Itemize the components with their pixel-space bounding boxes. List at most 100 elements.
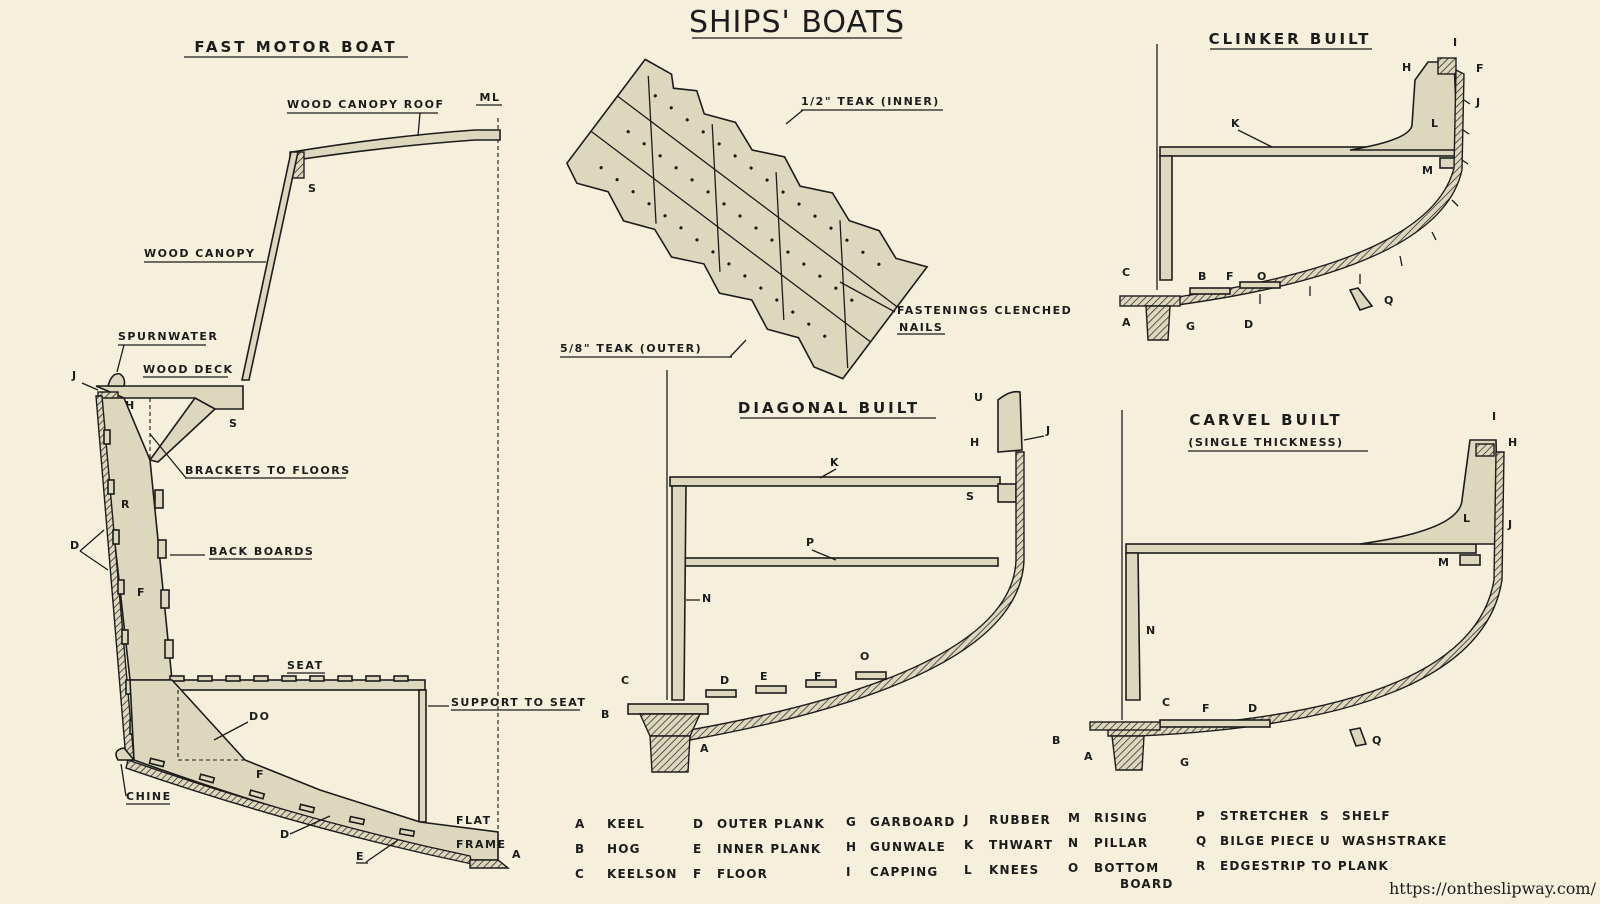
label-g: G — [1180, 756, 1191, 769]
label-i: I — [1492, 410, 1498, 423]
thwart-diagonal — [669, 476, 1001, 487]
svg-text:CAPPING: CAPPING — [870, 865, 938, 879]
label-j: J — [1507, 518, 1514, 531]
label-b: B — [1198, 270, 1208, 283]
svg-text:SHELF: SHELF — [1342, 809, 1391, 823]
capping-carvel — [1475, 443, 1495, 457]
bilge-piece — [1348, 287, 1374, 311]
label-o: O — [860, 650, 871, 663]
label-spurnwater: SPURNWATER — [118, 330, 218, 343]
svg-text:S: S — [1320, 809, 1330, 823]
knee-carvel — [1359, 439, 1499, 545]
label-d: D — [1244, 318, 1255, 331]
keel-fast — [469, 859, 510, 869]
legend-item: O BOTTOM BOARD — [1068, 861, 1172, 891]
watermark-url: https://ontheslipway.com/ — [1389, 879, 1597, 898]
legend-item: A KEEL — [575, 817, 644, 831]
stretcher — [679, 557, 999, 567]
svg-text:RISING: RISING — [1094, 811, 1148, 825]
legend-item: K THWART — [964, 838, 1053, 852]
shelf-diagonal — [997, 483, 1017, 503]
fast-motor-boat-title: FAST MOTOR BOAT — [194, 38, 397, 56]
svg-text:U: U — [1320, 834, 1331, 848]
label-a: A — [512, 848, 522, 861]
washstrake — [997, 390, 1023, 453]
legend-item: I CAPPING — [846, 865, 938, 879]
carvel-built-title: CARVEL BUILT — [1189, 411, 1342, 429]
bracket-to-floor — [148, 396, 217, 463]
clinker-floor-boards — [1189, 281, 1281, 295]
svg-text:BILGE PIECE: BILGE PIECE — [1220, 834, 1315, 848]
label-frame: FRAME — [456, 838, 506, 851]
legend-item: M RISING — [1068, 811, 1148, 825]
label-n: N — [1146, 624, 1157, 637]
label-f: F — [1476, 62, 1485, 75]
hog-carvel — [1089, 721, 1161, 731]
svg-text:F: F — [693, 867, 702, 881]
legend-item: C KEELSON — [575, 867, 676, 881]
svg-text:PILLAR: PILLAR — [1094, 836, 1148, 850]
label-d: D — [1248, 702, 1259, 715]
planking-detail: 1/2" TEAK (INNER) FASTENINGS CLENCHED NA… — [560, 58, 1071, 380]
legend-item: N PILLAR — [1068, 836, 1148, 850]
label-g: G — [1186, 320, 1197, 333]
label-wood-canopy-roof: WOOD CANOPY ROOF — [287, 98, 444, 111]
keel-clinker — [1145, 305, 1171, 341]
carvel-built-subtitle: (SINGLE THICKNESS) — [1188, 436, 1343, 449]
legend-item: R EDGESTRIP TO PLANK — [1196, 859, 1389, 873]
label-c: C — [1162, 696, 1172, 709]
spurnwater — [106, 372, 126, 387]
svg-text:STRETCHER: STRETCHER — [1220, 809, 1310, 823]
pillar-diagonal — [671, 485, 687, 701]
label-s-roof: S — [308, 182, 317, 195]
label-k: K — [830, 456, 840, 469]
svg-text:THWART: THWART — [989, 838, 1053, 852]
label-j: J — [1045, 424, 1052, 437]
label-f: F — [1202, 702, 1211, 715]
label-u: U — [974, 391, 984, 404]
label-a: A — [1084, 750, 1094, 763]
diagonal-planks — [565, 58, 929, 380]
floor-carvel — [1159, 719, 1271, 728]
svg-text:N: N — [1068, 836, 1079, 850]
svg-text:E: E — [693, 842, 702, 856]
svg-text:C: C — [575, 867, 585, 881]
svg-text:A: A — [575, 817, 586, 831]
legend-item: Q BILGE PIECE — [1196, 834, 1315, 848]
capping — [1437, 57, 1457, 75]
label-f: F — [814, 670, 823, 683]
clinker-laps — [1259, 99, 1471, 304]
support-to-seat — [418, 689, 427, 823]
canopy-roof — [290, 129, 501, 161]
floor — [129, 679, 499, 861]
svg-text:O: O — [1068, 861, 1079, 875]
label-m: M — [1438, 556, 1450, 569]
keel-diagonal — [649, 735, 691, 773]
legend: A KEEL B HOG C KEELSON D OUTER PLANK E I… — [575, 809, 1446, 891]
label-seat: SEAT — [287, 659, 324, 672]
label-i: I — [1453, 36, 1459, 49]
svg-text:EDGESTRIP TO PLANK: EDGESTRIP TO PLANK — [1220, 859, 1389, 873]
knee — [1349, 61, 1459, 151]
label-p: P — [806, 536, 816, 549]
keelson-diagonal — [627, 703, 709, 715]
label-wood-deck: WOOD DECK — [143, 363, 234, 376]
svg-text:OUTER PLANK: OUTER PLANK — [717, 817, 825, 831]
svg-text:H: H — [846, 840, 857, 854]
carvel-hull-planks — [1107, 451, 1505, 737]
label-j: J — [71, 369, 78, 382]
legend-item: L KNEES — [964, 863, 1038, 877]
svg-text:BOTTOM: BOTTOM — [1094, 861, 1159, 875]
svg-text:INNER PLANK: INNER PLANK — [717, 842, 821, 856]
wood-canopy-side — [241, 151, 299, 381]
legend-item: U WASHSTRAKE — [1320, 834, 1446, 848]
legend-item: J RUBBER — [963, 813, 1050, 827]
label-brackets-to-floors: BRACKETS TO FLOORS — [185, 464, 351, 477]
label-d: D — [720, 674, 731, 687]
pillar-carvel — [1125, 552, 1141, 701]
label-r: R — [121, 498, 131, 511]
label-do: DO — [249, 710, 270, 723]
label-h: H — [1508, 436, 1519, 449]
